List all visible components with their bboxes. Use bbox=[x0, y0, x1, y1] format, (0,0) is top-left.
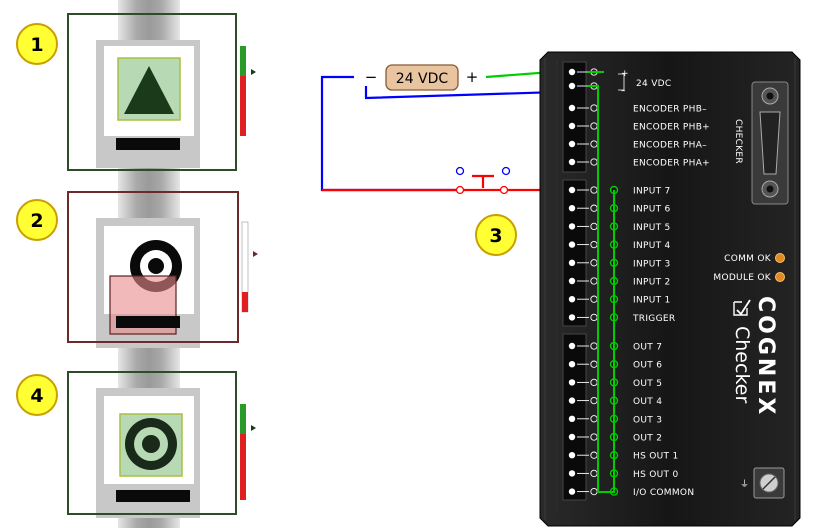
marker-1: 1 bbox=[16, 23, 58, 65]
input-label: TRIGGER bbox=[632, 314, 675, 324]
power-label: 24 VDC bbox=[636, 79, 671, 89]
fail-bar bbox=[240, 434, 246, 500]
svg-text:1: 1 bbox=[30, 34, 43, 56]
pass-bar bbox=[240, 46, 246, 76]
checker-port: CHECKER bbox=[733, 81, 789, 205]
output-label: OUT 4 bbox=[633, 397, 662, 407]
encoder-label: ENCODER PHB– bbox=[633, 105, 707, 115]
fail-bar bbox=[242, 292, 248, 312]
encoder-label: ENCODER PHA+ bbox=[633, 159, 710, 169]
output-label: OUT 3 bbox=[633, 415, 662, 425]
svg-text:+: + bbox=[466, 68, 479, 86]
input-terminal-block bbox=[562, 179, 587, 327]
svg-text:CHECKER: CHECKER bbox=[733, 119, 743, 164]
svg-text:−: − bbox=[365, 68, 378, 86]
output-label: HS OUT 1 bbox=[633, 452, 679, 462]
encoder-label: ENCODER PHB+ bbox=[633, 123, 710, 133]
comm-ok-label: COMM OK bbox=[724, 254, 772, 264]
input-label: INPUT 1 bbox=[633, 296, 671, 306]
svg-text:3: 3 bbox=[489, 225, 502, 247]
ground-icon: ⏚ bbox=[740, 479, 749, 490]
pass-bar bbox=[240, 404, 246, 434]
output-label: HS OUT 0 bbox=[633, 470, 679, 480]
input-label: INPUT 3 bbox=[633, 259, 671, 269]
input-label: INPUT 7 bbox=[633, 187, 671, 197]
svg-text:+: + bbox=[621, 69, 629, 79]
svg-text:2: 2 bbox=[30, 210, 43, 232]
input-label: INPUT 4 bbox=[633, 241, 671, 251]
svg-text:24 VDC: 24 VDC bbox=[396, 71, 449, 87]
power-terminal-block bbox=[562, 61, 587, 173]
svg-text:–: – bbox=[621, 86, 626, 96]
marker-2: 2 bbox=[16, 199, 58, 241]
pass-frame bbox=[67, 13, 237, 171]
pass-frame bbox=[67, 371, 237, 515]
marker-4: 4 bbox=[16, 374, 58, 416]
inspection-panel-2 bbox=[67, 183, 258, 358]
comm-ok-led bbox=[775, 253, 785, 263]
brand-logo: COGNEX bbox=[753, 296, 778, 417]
checker-io-module: 24 VDC + – ENCODER PHB– ENCODER PHB+ ENCOD… bbox=[539, 51, 801, 527]
input-label: INPUT 5 bbox=[633, 223, 671, 233]
module-ok-led bbox=[775, 272, 785, 282]
screw-terminal bbox=[568, 104, 598, 112]
product-name: Checker bbox=[731, 326, 753, 403]
input-label: INPUT 6 bbox=[633, 205, 671, 215]
fail-frame bbox=[67, 191, 239, 343]
module-ok-label: MODULE OK bbox=[713, 273, 771, 283]
inspection-panel-4 bbox=[67, 358, 256, 528]
output-label: OUT 7 bbox=[633, 343, 662, 353]
power-supply: − 24 VDC + bbox=[365, 64, 479, 91]
output-label: OUT 2 bbox=[633, 434, 662, 444]
inspection-panel-1 bbox=[67, 0, 256, 183]
triangle-feature bbox=[124, 66, 174, 114]
encoder-label: ENCODER PHA– bbox=[633, 141, 707, 151]
output-label: OUT 5 bbox=[633, 379, 662, 389]
input-label: INPUT 2 bbox=[633, 278, 671, 288]
output-label: I/O COMMON bbox=[633, 488, 694, 498]
svg-text:4: 4 bbox=[30, 385, 43, 407]
marker-3: 3 bbox=[475, 214, 517, 256]
fail-bar bbox=[240, 76, 246, 136]
negative-wire bbox=[320, 75, 458, 192]
output-label: OUT 6 bbox=[633, 361, 662, 371]
